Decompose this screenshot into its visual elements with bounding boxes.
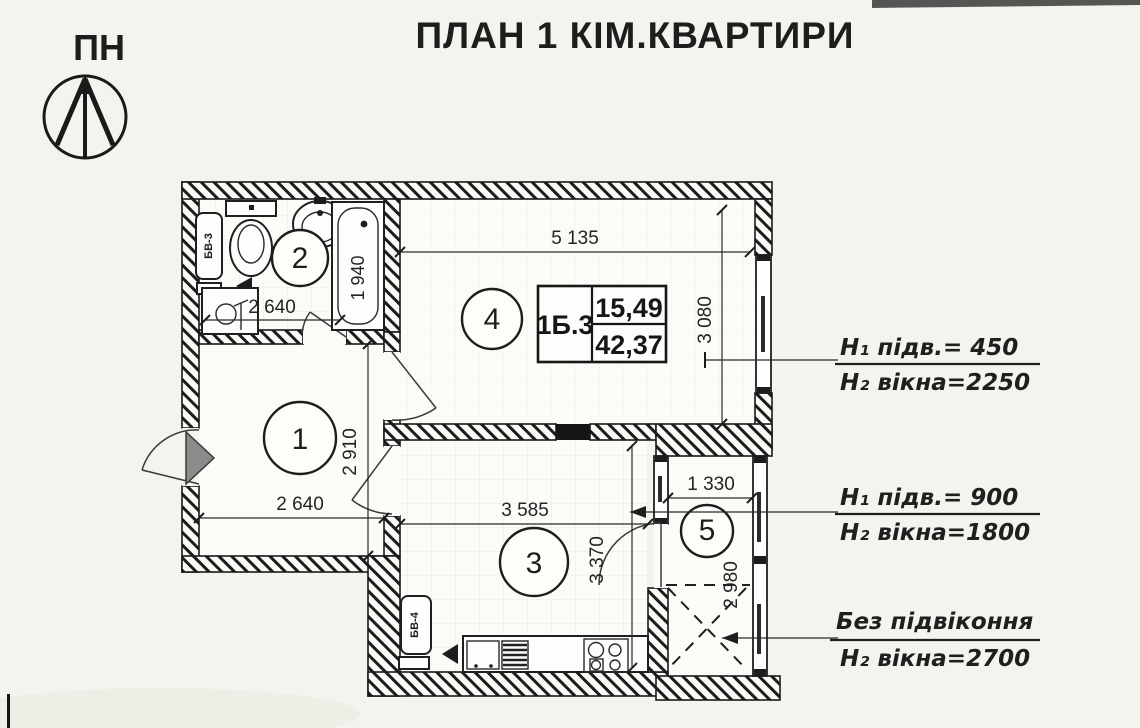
fridge <box>501 640 529 670</box>
total-area-cell: 42,37 <box>595 330 663 360</box>
vent-shaft-bv3-label: БВ-3 <box>203 233 215 259</box>
dim-label: 3 080 <box>695 296 716 344</box>
wall-solid-segment <box>556 424 590 440</box>
utility-box <box>201 287 259 335</box>
vent-arrow <box>442 644 458 664</box>
kitchen-balcony-window <box>653 455 669 525</box>
room-number: 4 <box>484 303 501 336</box>
dimension-lines: 2 640 5 135 3 080 2 910 2 640 3 585 <box>193 204 758 674</box>
living-area-cell: 15,49 <box>595 293 663 323</box>
toilet <box>225 200 277 277</box>
dim-label: 3 585 <box>501 500 549 521</box>
scan-artifact-top <box>872 0 1140 8</box>
living-room-door <box>384 351 437 421</box>
entrance-door-leaf <box>185 430 216 486</box>
living-room-window <box>755 254 772 394</box>
scan-shading <box>0 688 360 728</box>
room-circle-living: 4 <box>460 287 524 351</box>
bathtub: 1 940 <box>331 201 385 331</box>
room-number: 3 <box>526 547 543 580</box>
unit-type-cell: 1Б.3 <box>537 310 594 340</box>
vent-shaft-bv4: БВ-4 <box>398 595 458 670</box>
note-line-1: Н₁ підв.= 450 <box>840 335 1018 361</box>
bathroom-door <box>301 311 347 344</box>
vent-shaft-bv4-label: БВ-4 <box>409 611 421 638</box>
bathroom-fixtures: 1 940 БВ-3 <box>195 197 385 335</box>
bathtub-length-label: 1 940 <box>348 255 368 300</box>
north-label: ПН <box>73 27 125 68</box>
dim-label: 2 980 <box>721 561 742 609</box>
scan-artifact-left <box>7 694 10 728</box>
dim-label: 5 135 <box>551 228 599 249</box>
compass-rays <box>54 78 116 146</box>
page-title: ПЛАН 1 КІМ.КВАРТИРИ <box>416 15 855 56</box>
doors <box>141 311 668 588</box>
dim-kitchen-width: 3 585 <box>394 500 654 530</box>
dim-label: 1 330 <box>687 474 735 495</box>
room-number: 2 <box>292 242 309 275</box>
north-indicator: ПН <box>42 27 128 160</box>
stove <box>583 638 629 673</box>
room-number: 5 <box>699 514 716 547</box>
balcony-no-sill-area <box>666 584 750 670</box>
balcony-window <box>752 455 768 677</box>
room-circle-bathroom: 2 <box>270 228 330 288</box>
room-numbers: 1 2 3 4 5 <box>262 228 735 598</box>
kitchen-fixtures: БВ-4 <box>398 595 649 673</box>
entrance-door <box>141 428 216 486</box>
sink-cabinet <box>466 640 500 670</box>
dim-label: 2 910 <box>340 428 361 476</box>
kitchen-counter <box>462 635 649 673</box>
window-notes: Н₁ підв.= 450 Н₂ вікна=2250 Н₁ підв.= 90… <box>830 335 1040 672</box>
room-circle-balcony: 5 <box>679 503 735 559</box>
room-circle-kitchen: 3 <box>498 526 570 598</box>
dim-label: 2 640 <box>276 494 324 515</box>
note-line-2: Н₂ вікна=2250 <box>840 370 1030 396</box>
leader-lines <box>630 352 838 644</box>
window-note-balcony: Без підвіконня Н₂ вікна=2700 <box>830 609 1040 672</box>
dim-balcony-width: 1 330 <box>662 474 758 504</box>
walls <box>181 181 781 701</box>
dim-kitchen-depth: 3 370 <box>587 440 638 674</box>
dim-hall-depth: 2 910 <box>340 338 374 562</box>
note-line-2: Н₂ вікна=1800 <box>840 520 1030 546</box>
dim-bathroom-width: 2 640 <box>199 297 346 326</box>
window-note-living: Н₁ підв.= 450 Н₂ вікна=2250 <box>835 335 1040 396</box>
dim-living-width: 5 135 <box>394 228 756 258</box>
room-number: 1 <box>292 423 309 456</box>
note-line-1: Н₁ підв.= 900 <box>840 485 1018 511</box>
note-line-2: Н₂ вікна=2700 <box>840 646 1030 672</box>
area-table: 1Б.3 15,49 42,37 <box>537 284 668 364</box>
window-note-kitchen: Н₁ підв.= 900 Н₂ вікна=1800 <box>835 485 1040 546</box>
room-interiors <box>199 199 755 676</box>
dim-hall-width: 2 640 <box>193 494 390 524</box>
dim-living-depth: 3 080 <box>695 204 728 430</box>
note-line-1: Без підвіконня <box>836 609 1033 635</box>
windows <box>653 254 772 677</box>
dim-balcony-depth: 2 980 <box>721 561 742 609</box>
dim-label: 2 640 <box>248 297 296 318</box>
dim-label: 3 370 <box>587 536 608 584</box>
room-circle-hall: 1 <box>262 400 338 476</box>
